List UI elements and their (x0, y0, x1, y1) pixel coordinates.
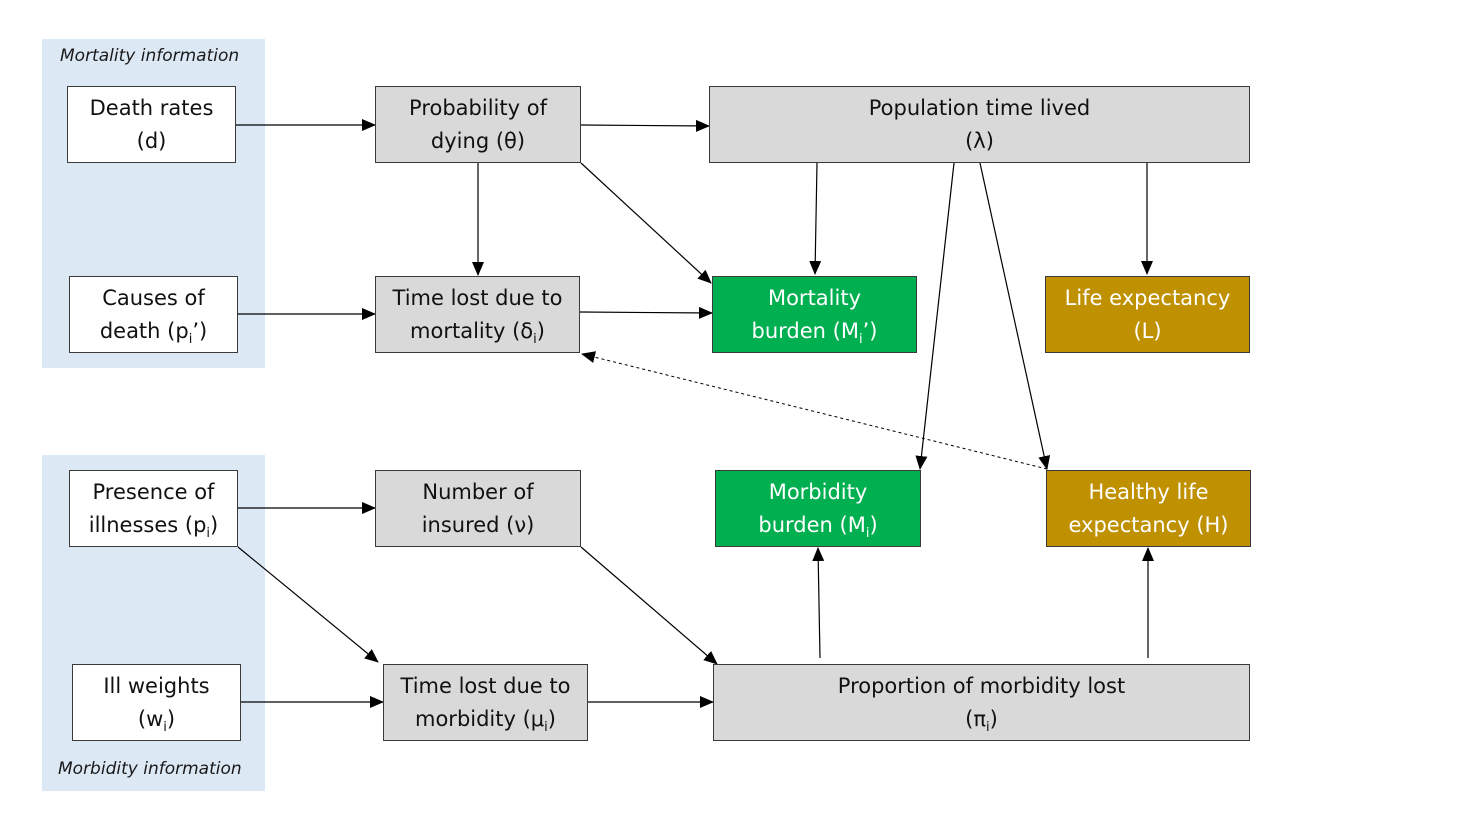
line2-suffix: ’) (862, 318, 878, 343)
node-causes-of-death-line2: death (pi’) (100, 315, 207, 348)
node-number-of-insured-line1: Number of (422, 479, 534, 504)
node-population-time-lived-line2: (λ) (965, 128, 994, 153)
node-ill-weights-line2: (wi) (138, 703, 175, 736)
node-mortality-burden-line1: Mortality (767, 285, 862, 310)
node-time-lost-morbidity: Time lost due to morbidity (μi) (383, 664, 588, 741)
line2-text: burden (M (758, 512, 866, 537)
node-time-lost-mortality-line1: Time lost due to (392, 285, 563, 310)
line2-subscript: i (986, 719, 990, 735)
node-life-expectancy-line1: Life expectancy (1064, 285, 1231, 310)
edge-proportion-morbidity-lost-to-morbidity-burden (812, 547, 825, 659)
node-mortality-burden-line2: burden (Mi’) (752, 315, 878, 348)
edge-population-time-lived-to-morbidity-burden (915, 162, 955, 470)
edge-population-time-lived-to-healthy-life-expectancy (979, 162, 1051, 470)
node-healthy-life-expectancy-line1: Healthy life (1088, 479, 1209, 504)
node-causes-of-death-line1: Causes of (102, 285, 205, 310)
node-presence-of-illnesses-line1: Presence of (92, 479, 215, 504)
node-time-lost-mortality-line2: mortality (δi) (410, 315, 545, 348)
node-mortality-burden: Mortality burden (Mi’) (712, 276, 917, 353)
node-time-lost-morbidity-line2: morbidity (μi) (415, 703, 556, 736)
node-probability-of-dying-line2: dying (θ) (430, 128, 526, 153)
line2-subscript: i (206, 525, 211, 541)
node-proportion-morbidity-lost-line1: Proportion of morbidity lost (837, 673, 1126, 698)
line2-text: illnesses (p (88, 512, 207, 537)
morbidity-information-label: Morbidity information (58, 759, 242, 779)
line2-text: morbidity (μ (415, 706, 545, 731)
node-morbidity-burden-line1: Morbidity (768, 479, 868, 504)
node-probability-of-dying-line1: Probability of (409, 95, 547, 120)
node-time-lost-mortality: Time lost due to mortality (δi) (375, 276, 580, 353)
line2-suffix: ) (989, 706, 998, 731)
node-presence-of-illnesses-line2: illnesses (pi) (89, 509, 219, 542)
node-population-time-lived: Population time lived (λ) (709, 86, 1250, 163)
edge-healthy-life-expectancy-to-time-lost-mortality (581, 351, 1048, 470)
node-morbidity-burden: Morbidity burden (Mi) (715, 470, 921, 547)
edge-number-of-insured-to-proportion-morbidity-lost (580, 546, 718, 665)
edge-population-time-lived-to-mortality-burden (809, 162, 822, 275)
line2-suffix: ) (210, 512, 219, 537)
node-causes-of-death: Causes of death (pi’) (69, 276, 238, 353)
line2-text: (w (137, 706, 164, 731)
node-ill-weights: Ill weights (wi) (72, 664, 241, 741)
line2-suffix: ) (547, 706, 556, 731)
line2-subscript: i (865, 525, 870, 541)
line2-subscript: i (544, 719, 548, 735)
line2-text: mortality (δ (410, 318, 534, 343)
node-probability-of-dying: Probability of dying (θ) (375, 86, 581, 163)
mortality-information-label: Mortality information (60, 46, 240, 66)
node-time-lost-morbidity-line1: Time lost due to (400, 673, 571, 698)
node-presence-of-illnesses: Presence of illnesses (pi) (69, 470, 238, 547)
line2-text: burden (M (751, 318, 859, 343)
node-healthy-life-expectancy-line2: expectancy (H) (1068, 512, 1229, 537)
node-life-expectancy-line2: (L) (1133, 318, 1162, 343)
node-proportion-morbidity-lost: Proportion of morbidity lost (πi) (713, 664, 1250, 741)
node-proportion-morbidity-lost-line2: (πi) (965, 703, 998, 736)
node-ill-weights-line1: Ill weights (103, 673, 210, 698)
node-death-rates: Death rates (d) (67, 86, 236, 163)
node-healthy-life-expectancy: Healthy life expectancy (H) (1046, 470, 1251, 547)
line2-suffix: ) (536, 318, 545, 343)
line2-subscript: i (188, 331, 193, 347)
line2-suffix: ) (166, 706, 176, 731)
node-death-rates-line2: (d) (136, 128, 167, 153)
node-morbidity-burden-line2: burden (Mi) (758, 509, 877, 542)
node-death-rates-line1: Death rates (89, 95, 214, 120)
edge-probability-of-dying-to-mortality-burden (580, 162, 712, 284)
edge-presence-of-illnesses-to-time-lost-morbidity (237, 546, 379, 663)
node-life-expectancy: Life expectancy (L) (1045, 276, 1250, 353)
edge-probability-of-dying-to-population-time-lived (580, 119, 710, 132)
line2-subscript: i (163, 719, 167, 735)
node-population-time-lived-line1: Population time lived (868, 95, 1091, 120)
line2-subscript: i (533, 331, 537, 347)
line2-subscript: i (858, 331, 863, 347)
node-number-of-insured-line2: insured (ν) (421, 512, 535, 537)
line2-text: (π (965, 706, 986, 731)
line2-suffix: ) (869, 512, 878, 537)
line2-text: death (p (99, 318, 189, 343)
node-number-of-insured: Number of insured (ν) (375, 470, 581, 547)
edge-time-lost-mortality-to-mortality-burden (579, 306, 713, 319)
line2-suffix: ’) (192, 318, 208, 343)
